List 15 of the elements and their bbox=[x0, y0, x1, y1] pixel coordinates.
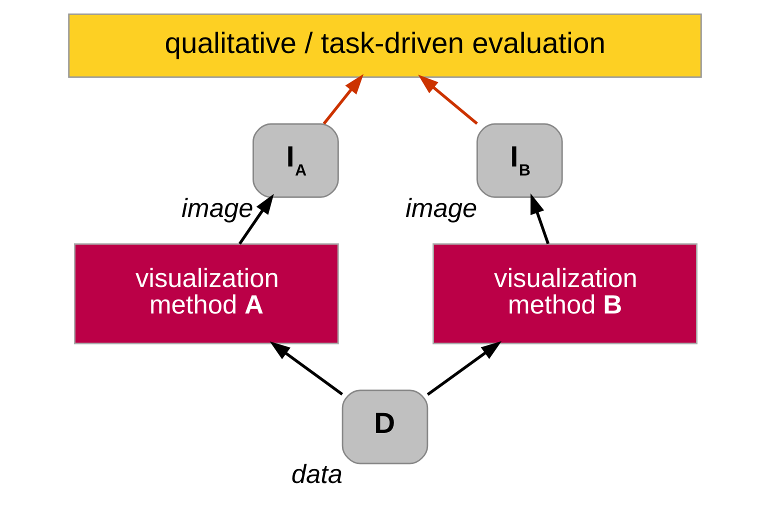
node-box: I$_{B}$ bbox=[476, 123, 562, 198]
node-label: data bbox=[290, 459, 342, 490]
arrow bbox=[426, 341, 502, 396]
node-box: qualitative / task-driven evaluation bbox=[68, 13, 702, 78]
node-box: visualization method A bbox=[73, 243, 338, 344]
node-label: image bbox=[181, 192, 253, 223]
arrow bbox=[418, 74, 478, 125]
node-box: I$_{A}$ bbox=[252, 123, 338, 198]
node-label: image bbox=[404, 192, 477, 223]
node-box: visualization method B bbox=[432, 243, 697, 344]
arrow bbox=[322, 74, 364, 125]
arrow bbox=[530, 193, 550, 244]
node-box: D bbox=[341, 390, 428, 464]
arrow bbox=[269, 341, 343, 396]
arrow bbox=[238, 194, 274, 245]
